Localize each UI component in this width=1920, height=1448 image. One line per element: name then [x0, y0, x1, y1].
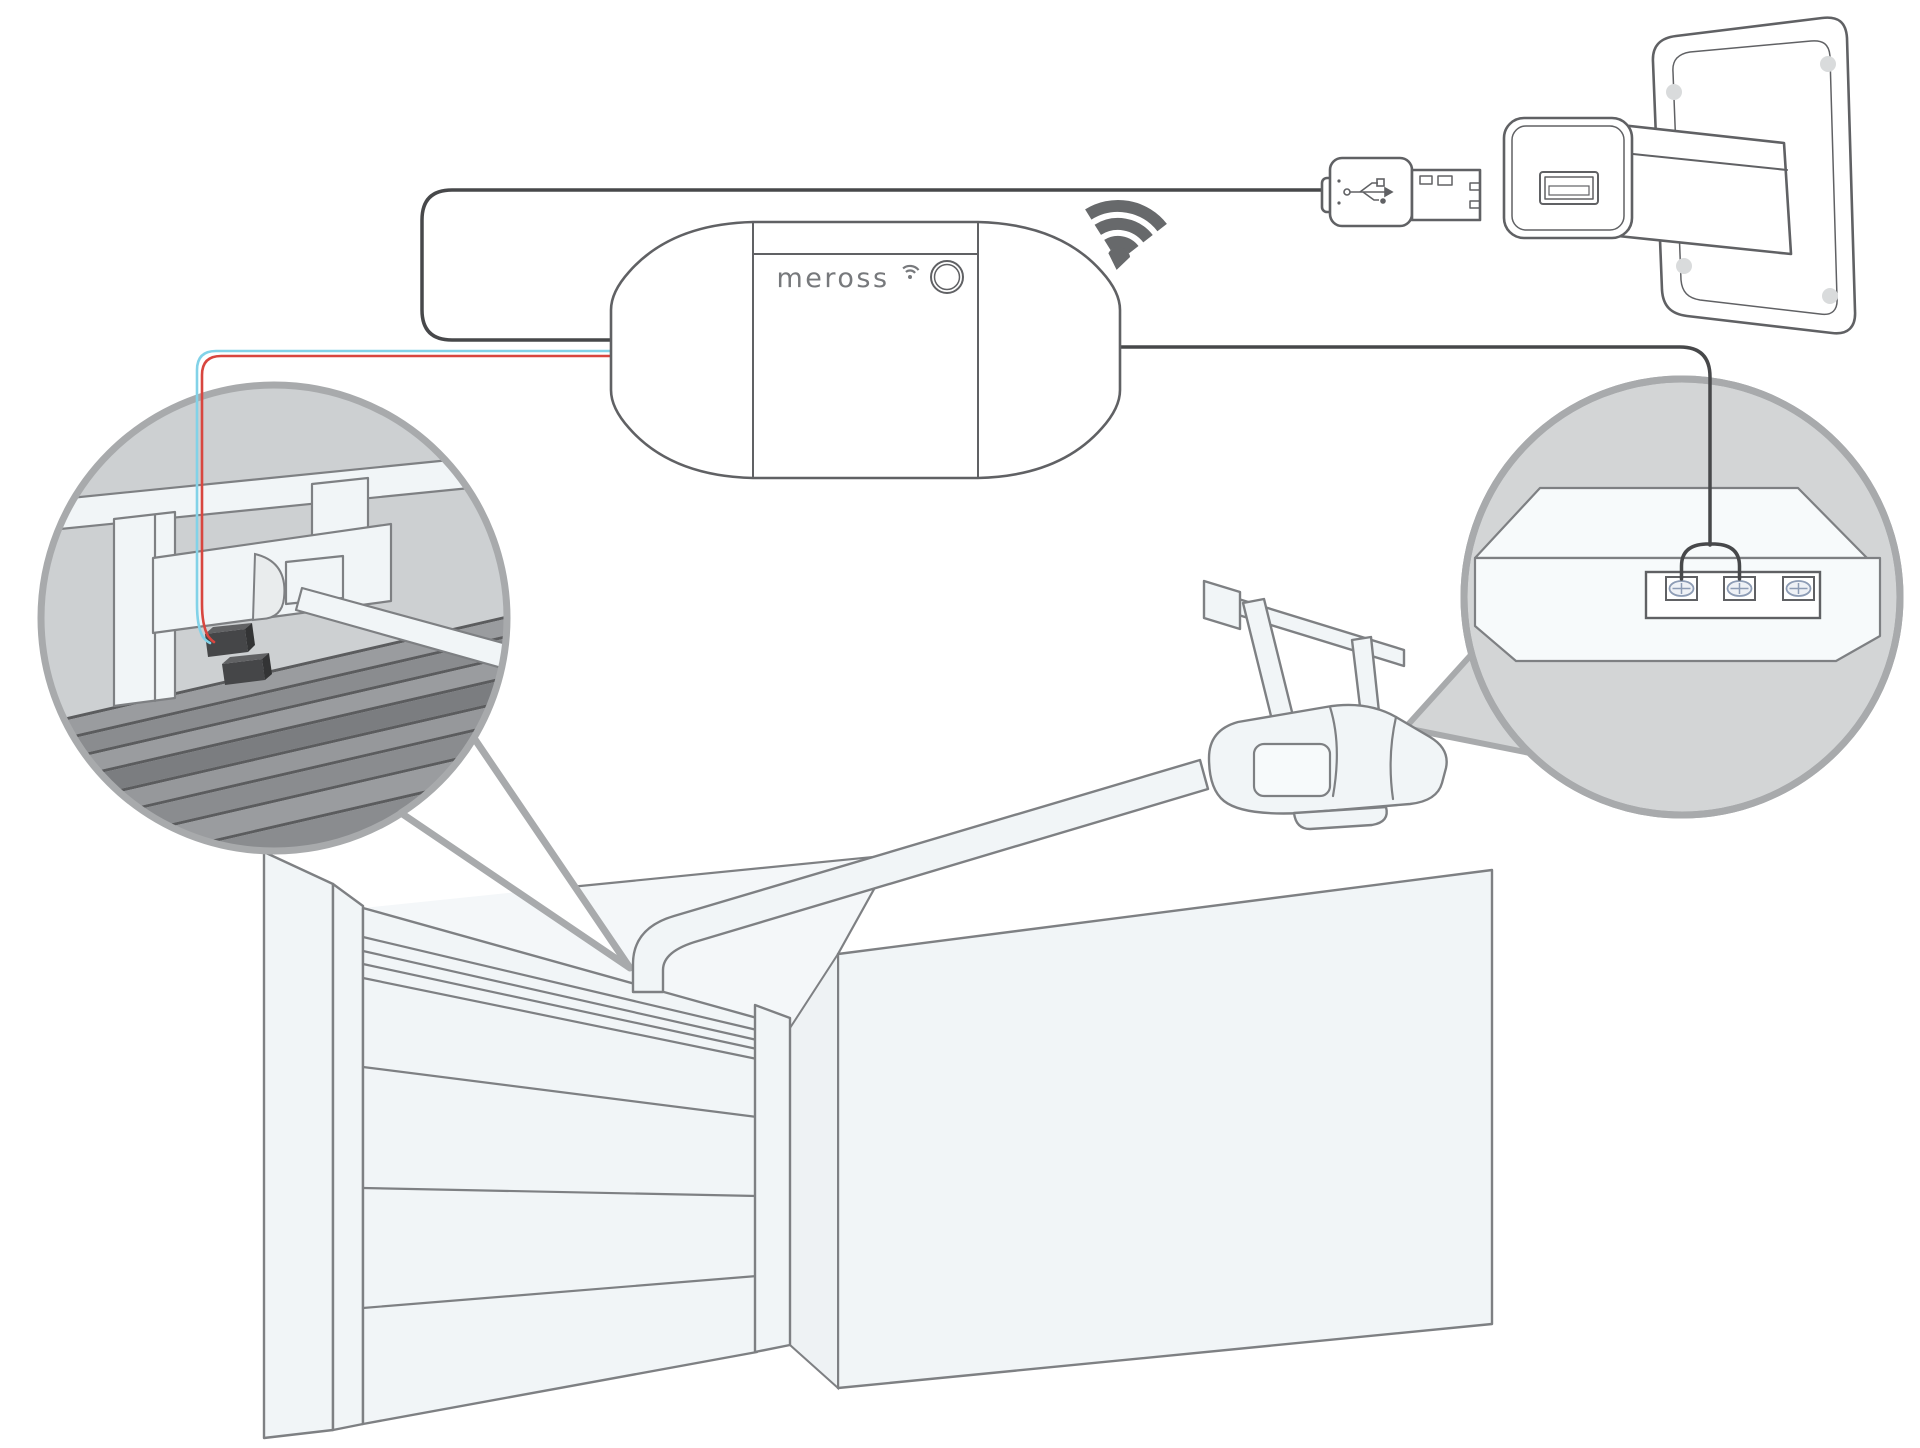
door-right-stile	[753, 1003, 792, 1354]
ceiling-edge	[558, 853, 895, 890]
screw-terminal-icon	[1668, 580, 1695, 597]
sensor-magnifier-bubble	[37, 381, 511, 855]
wall-plate-inner	[1672, 40, 1838, 316]
usb-power-adapter	[1502, 116, 1793, 256]
opener-terminal-strip	[1644, 570, 1822, 620]
usb-trident-icon	[1337, 178, 1394, 205]
door-jamb	[262, 850, 335, 1440]
wall-return-strip	[789, 950, 839, 1391]
device-panel-lines	[752, 221, 979, 479]
usb-power-cable	[420, 188, 1326, 342]
door-left-stile	[331, 882, 365, 1432]
meross-smart-opener-module: meross	[609, 220, 1122, 480]
opener-rail	[631, 758, 1210, 994]
adapter-body	[1610, 122, 1793, 256]
terminal-wire-arch	[1679, 542, 1742, 581]
screw-hole	[1676, 258, 1692, 274]
door-panel-seam	[361, 1186, 759, 1198]
led-indicator	[930, 260, 964, 294]
magnifier-ring	[1460, 375, 1904, 819]
opener-bottom-panel	[1292, 805, 1388, 831]
screw-terminal-icon	[1785, 580, 1812, 597]
ceiling-bracket-cap	[1202, 579, 1242, 631]
usb-port	[1539, 171, 1599, 205]
device-body	[609, 220, 1122, 480]
terminals-magnifier-bubble	[1460, 375, 1904, 819]
screw-terminal-icon	[1726, 580, 1753, 597]
opener-top-face	[1473, 486, 1869, 560]
terminal-cable	[1116, 345, 1712, 547]
garage-door	[262, 850, 792, 1440]
sensor-wire-blue	[195, 349, 614, 645]
shield-hole	[1419, 175, 1433, 185]
door-sensor	[205, 623, 272, 685]
wifi-signal-icon	[1085, 200, 1167, 270]
garage-door-opener-assembly	[631, 579, 1448, 994]
bracket-roller	[251, 552, 286, 622]
door-panel-seam	[361, 1065, 759, 1119]
opener-light-lens	[1252, 742, 1332, 798]
garage-scene	[262, 850, 1494, 1440]
sensor-wire-red	[200, 354, 614, 644]
usb-plug	[1320, 156, 1482, 228]
opener-rail-closeup	[294, 586, 504, 678]
wifi-small-icon	[902, 264, 920, 279]
screw-hole	[1820, 56, 1836, 72]
plug-metal-shield	[1410, 168, 1482, 222]
device-brand-label: meross	[776, 263, 889, 294]
screw-hole	[1822, 288, 1838, 304]
door-panel-seam	[361, 1274, 759, 1310]
garage-right-wall	[836, 868, 1494, 1390]
magnifier-ring	[37, 381, 511, 855]
sensor-magnifier-pointer	[397, 734, 634, 972]
shield-hole	[1437, 175, 1453, 186]
screw-hole	[1666, 84, 1682, 100]
